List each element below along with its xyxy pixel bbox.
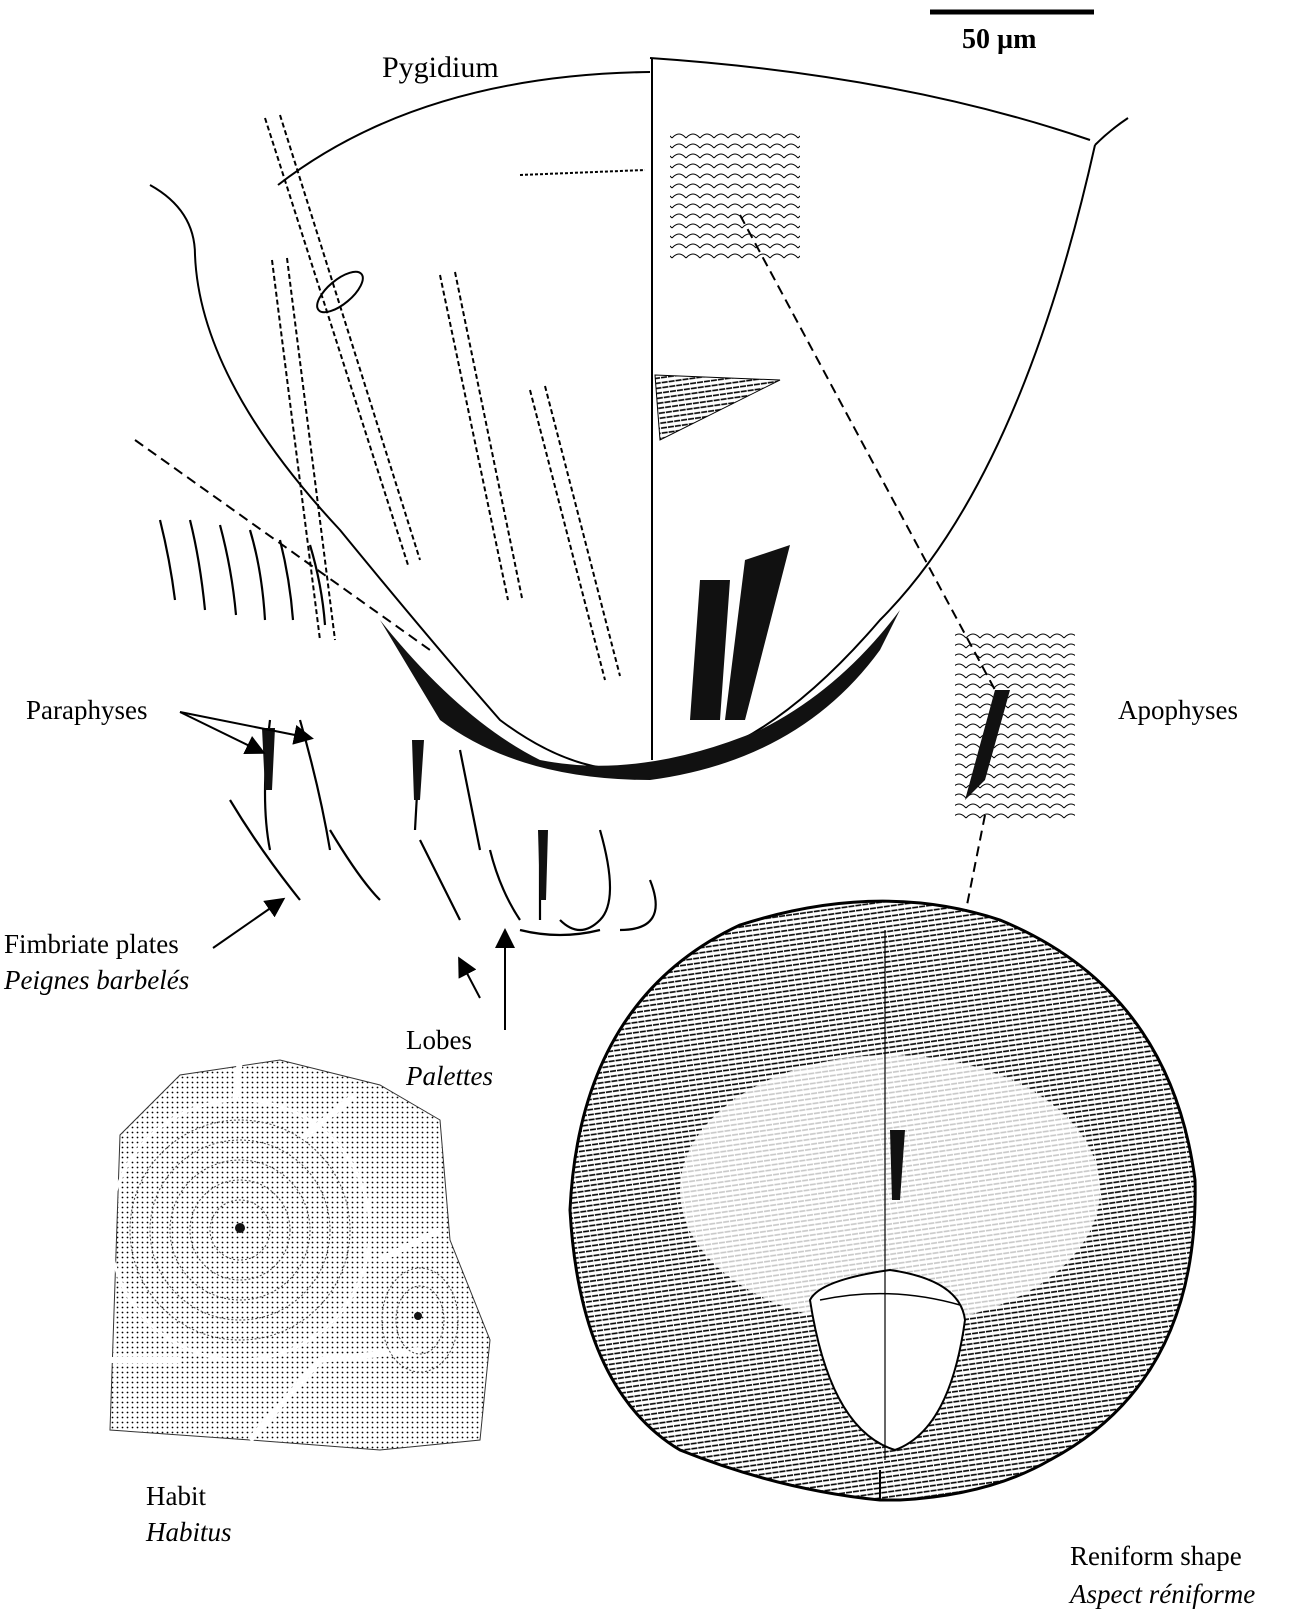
fringe-texture [655, 375, 780, 440]
lobes-label: Lobes [406, 1024, 472, 1056]
apophyses-detail [955, 630, 1075, 820]
reniform-drawing [570, 901, 1195, 1500]
fimbriate-plates-detail [160, 520, 656, 935]
cuticle-texture [670, 130, 800, 260]
annotation-arrows [180, 712, 505, 1030]
reniform-label: Reniform shape [1070, 1540, 1242, 1572]
pygidium-label: Pygidium [382, 52, 499, 84]
fimbriate-plates-label-fr: Peignes barbelés [4, 964, 189, 996]
reniform-label-fr: Aspect réniforme [1070, 1578, 1255, 1610]
pygidium-drawing [135, 58, 1128, 1040]
scale-bar-label: 50 µm [962, 24, 1036, 56]
paraphyses-label: Paraphyses [26, 694, 147, 726]
fimbriate-plates-label: Fimbriate plates [4, 928, 179, 960]
habit-label: Habit [146, 1480, 206, 1512]
apophyses-label: Apophyses [1118, 694, 1238, 726]
lobes-label-fr: Palettes [406, 1060, 493, 1092]
habit-drawing [110, 1060, 490, 1450]
pygidium-margin [380, 610, 900, 780]
median-lobes [690, 545, 790, 720]
habit-label-fr: Habitus [146, 1516, 232, 1548]
